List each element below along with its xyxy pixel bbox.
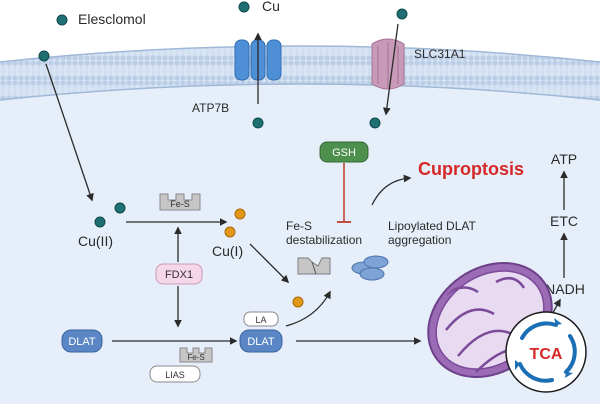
dlat-right-badge — [239, 329, 283, 353]
cu2-label: Cu(II) — [78, 233, 113, 249]
fes-destabilization-line1: Fe-S — [286, 219, 312, 233]
broken-fe-s-cluster-icon — [297, 257, 331, 275]
fe-s-top-label: Fe-S — [170, 199, 190, 209]
copper-ion-icon — [94, 216, 106, 228]
copper-ion-icon — [38, 50, 50, 62]
copper-i-ion-icon — [224, 226, 236, 238]
gsh-label: GSH — [332, 147, 356, 159]
slc31a1-transporter-icon — [371, 38, 405, 90]
cu-label: Cu — [262, 0, 280, 14]
copper-ion-icon — [56, 14, 68, 26]
cuproptosis-label: Cuproptosis — [418, 159, 524, 179]
copper-ion-icon — [114, 202, 126, 214]
dlat-left-label: DLAT — [68, 336, 96, 348]
cu1-label: Cu(I) — [212, 243, 243, 259]
copper-i-ion-icon — [234, 208, 246, 220]
tca-label: TCA — [530, 346, 563, 363]
fdx1-badge — [155, 263, 203, 285]
lias-label: LIAS — [165, 370, 185, 380]
la-label: LA — [255, 315, 266, 325]
protein-aggregate-icon — [351, 255, 389, 281]
copper-ion-icon — [396, 8, 408, 20]
fe-s-cluster-icon — [179, 347, 213, 363]
fdx1-label: FDX1 — [165, 269, 193, 281]
fes-destabilization-line2: destabilization — [286, 233, 362, 247]
atp-label: ATP — [551, 151, 577, 167]
copper-ion-icon — [369, 117, 381, 129]
la-badge — [243, 311, 279, 327]
copper-i-ion-icon — [292, 296, 304, 308]
elesclomol-label: Elesclomol — [78, 11, 146, 27]
gsh-badge — [319, 141, 369, 163]
lias-badge — [149, 365, 201, 383]
fe-s-cluster-icon — [159, 193, 201, 211]
lipoylated-dlat-line2: aggregation — [388, 233, 451, 247]
slc31a1-label: SLC31A1 — [414, 47, 466, 61]
lipoylated-dlat-line1: Lipoylated DLAT — [388, 219, 476, 233]
fe-s-bottom-label: Fe-S — [187, 353, 204, 362]
copper-ion-icon — [252, 117, 264, 129]
dlat-right-label: DLAT — [247, 336, 275, 348]
copper-ion-icon — [238, 1, 250, 13]
atp7b-label: ATP7B — [192, 101, 229, 115]
nadh-label: NADH — [545, 281, 585, 297]
dlat-left-badge — [61, 329, 103, 353]
etc-label: ETC — [550, 213, 578, 229]
